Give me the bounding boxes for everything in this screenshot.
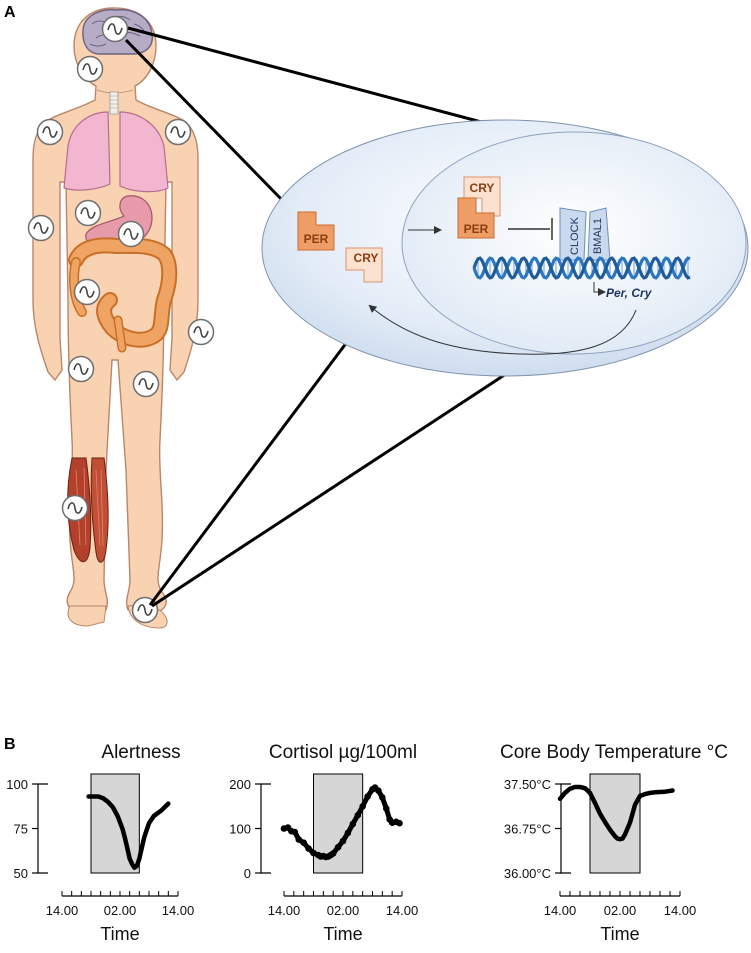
leg-muscles (67, 457, 109, 563)
x-tick-label: 14.00 (386, 903, 419, 918)
chart-title: Core Body Temperature °C (500, 742, 728, 763)
y-tick-label: 37.50°C (504, 777, 551, 792)
data-point (359, 803, 367, 810)
y-tick-label: 75 (14, 822, 28, 837)
data-point (349, 820, 357, 828)
data-point (396, 819, 403, 827)
clock-wave-icon (74, 199, 102, 227)
dna-helix (472, 256, 691, 280)
data-point (329, 850, 337, 857)
complex-cry-label: CRY (470, 181, 495, 195)
complex-per-label: PER (464, 222, 489, 236)
clock-wave-icon (36, 118, 64, 146)
x-tick-label: 14.00 (268, 903, 301, 918)
per-cry-complex: CRY PER (457, 176, 501, 239)
clock-wave-icon (61, 494, 89, 522)
series-line (557, 784, 675, 842)
x-tick-label: 14.00 (544, 903, 577, 918)
data-point (379, 794, 386, 801)
data-point (339, 837, 347, 845)
clock-bmal1-complex: CLOCK BMAL1 (559, 207, 611, 261)
panel-b-label: B (4, 736, 16, 753)
chart-title: Cortisol µg/100ml (269, 742, 417, 763)
data-point (300, 839, 308, 846)
clock-wave-icon (73, 278, 101, 306)
x-tick-label: 02.00 (327, 903, 360, 918)
panel-a-illustration: PER CRY CRY PER CLOCK BMAL1 (27, 7, 749, 629)
y-axis (37, 783, 48, 874)
chart-3: Core Body Temperature °C 36.00°C 36.75°C 37… (500, 742, 728, 944)
cry-label: CRY (354, 251, 379, 265)
y-tick-label: 200 (229, 777, 251, 792)
clock-wave-icon (187, 318, 215, 346)
per-label: PER (304, 232, 329, 246)
panel-a: A (4, 4, 749, 629)
dna-strand (472, 256, 691, 280)
inhibition-arrow (508, 218, 553, 240)
chart-2: Cortisol µg/100ml 0 100 200 14.00 02.00 14.00T… (229, 742, 418, 944)
data-point (334, 843, 342, 851)
y-tick-label: 50 (14, 866, 28, 881)
per-protein-cytoplasm: PER (297, 211, 335, 251)
data-point (364, 793, 371, 800)
clock-wave-icon (27, 214, 55, 242)
x-tick-label: 02.00 (604, 903, 637, 918)
trachea (109, 91, 119, 115)
data-point (291, 828, 299, 836)
dna-strand (472, 256, 691, 280)
data-point (354, 811, 362, 819)
data-point (344, 829, 352, 837)
y-tick-label: 0 (244, 866, 251, 881)
bmal1-gene-label: BMAL1 (592, 218, 604, 254)
x-tick-label: 14.00 (162, 903, 195, 918)
y-axis (260, 783, 271, 874)
foot-left (67, 605, 107, 627)
night-shaded-region (589, 773, 641, 874)
data-point (295, 836, 303, 843)
clock-wave-icon (117, 220, 145, 248)
y-tick-label: 36.75°C (504, 822, 551, 837)
panel-a-label: A (4, 4, 16, 21)
target-genes-label: Per, Cry (606, 286, 653, 300)
x-axis-title: Time (323, 924, 362, 944)
series-line (86, 794, 171, 870)
y-tick-label: 100 (6, 777, 28, 792)
clock-wave-icon (67, 355, 95, 383)
y-tick-label: 36.00°C (504, 866, 551, 881)
x-tick-label: 02.00 (104, 903, 137, 918)
cry-protein-cytoplasm: CRY (345, 247, 383, 283)
x-tick-label: 14.00 (46, 903, 79, 918)
clock-wave-icon (76, 55, 104, 83)
cell (261, 119, 749, 377)
y-tick-label: 100 (229, 822, 251, 837)
chart-title: Alertness (101, 742, 180, 763)
clock-gene-label: CLOCK (569, 216, 581, 255)
connector-lines (124, 26, 513, 608)
night-shaded-region (90, 773, 140, 874)
clock-wave-icon (132, 370, 160, 398)
x-tick-label: 14.00 (664, 903, 697, 918)
data-point (375, 787, 382, 794)
clock-wave-icon (101, 15, 129, 43)
x-axis-title: Time (100, 924, 139, 944)
lungs (63, 111, 169, 193)
data-point (383, 805, 390, 812)
x-axis-title: Time (600, 924, 639, 944)
data-point (305, 845, 312, 852)
clock-wave-icon (164, 118, 192, 146)
transcription-arrow (593, 282, 606, 296)
feedback-arrow (368, 304, 637, 355)
